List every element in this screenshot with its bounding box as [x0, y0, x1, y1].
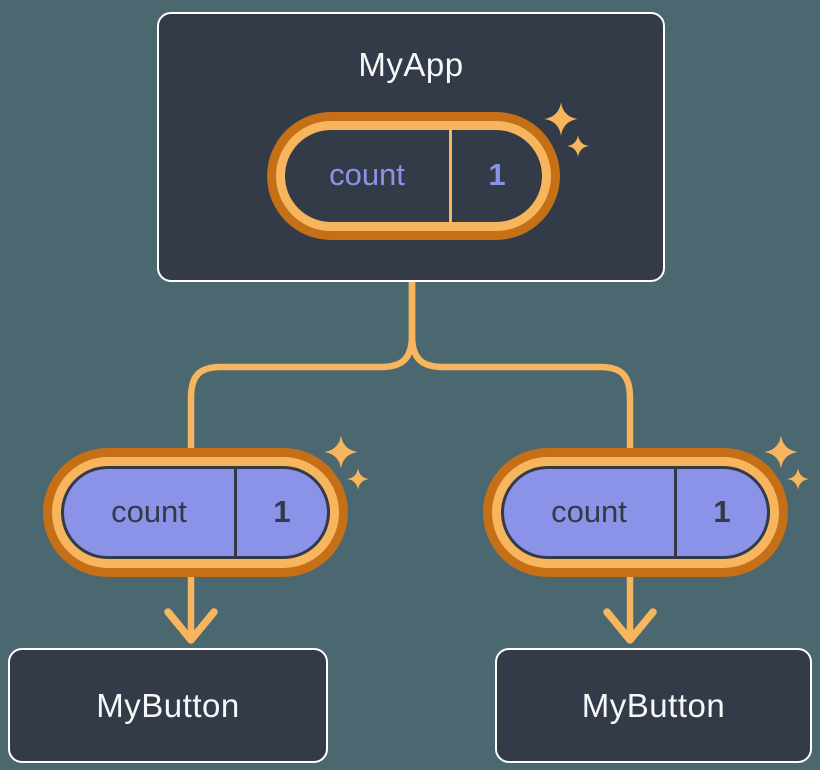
- component-node-mybutton-left: MyButton: [8, 648, 328, 763]
- component-label-mybutton: MyButton: [581, 686, 726, 724]
- prop-pill-right: count 1: [483, 448, 788, 577]
- pill-divider: [449, 130, 452, 222]
- arrow-down-icon: [603, 608, 657, 644]
- sparkles-icon: [764, 435, 810, 491]
- prop-name: count: [551, 493, 627, 529]
- prop-pill-left: count 1: [43, 448, 348, 577]
- pill-divider: [234, 469, 237, 556]
- prop-pill-ring: count 1: [492, 457, 779, 568]
- prop-pill-body: count 1: [61, 466, 330, 559]
- prop-name: count: [111, 493, 187, 529]
- arrow-down-icon: [164, 608, 218, 644]
- state-name: count: [329, 157, 405, 192]
- prop-value: 1: [713, 493, 731, 529]
- component-label-mybutton: MyButton: [96, 686, 240, 724]
- pill-divider: [674, 469, 677, 556]
- prop-value: 1: [273, 493, 291, 529]
- sparkles-icon: [544, 102, 590, 158]
- state-value: 1: [488, 157, 506, 192]
- state-pill-myapp: count 1: [267, 112, 560, 240]
- state-pill-ring: count 1: [276, 121, 551, 231]
- sparkles-icon: [324, 435, 370, 491]
- component-node-mybutton-right: MyButton: [495, 648, 812, 763]
- prop-pill-ring: count 1: [52, 457, 339, 568]
- component-label-myapp: MyApp: [358, 46, 464, 83]
- state-pill-body: count 1: [285, 130, 542, 222]
- branch-right: [408, 282, 634, 637]
- prop-pill-body: count 1: [501, 466, 770, 559]
